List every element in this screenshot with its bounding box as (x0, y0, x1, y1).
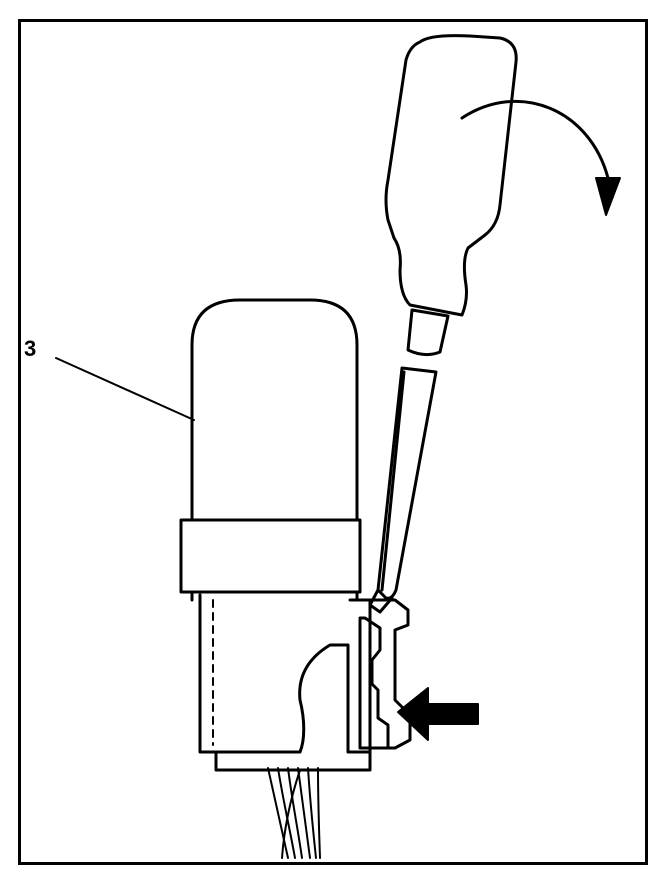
callout-leader-3 (55, 357, 195, 421)
wiring-harness (267, 767, 321, 859)
relay-connector (198, 593, 372, 772)
connector-lock-tab (358, 598, 412, 750)
relay (179, 298, 362, 602)
rotation-arrow (460, 100, 621, 216)
screwdriver (368, 34, 518, 614)
figure-border (18, 19, 648, 865)
push-arrow (397, 687, 479, 741)
callout-label-3: 3 (24, 336, 37, 361)
